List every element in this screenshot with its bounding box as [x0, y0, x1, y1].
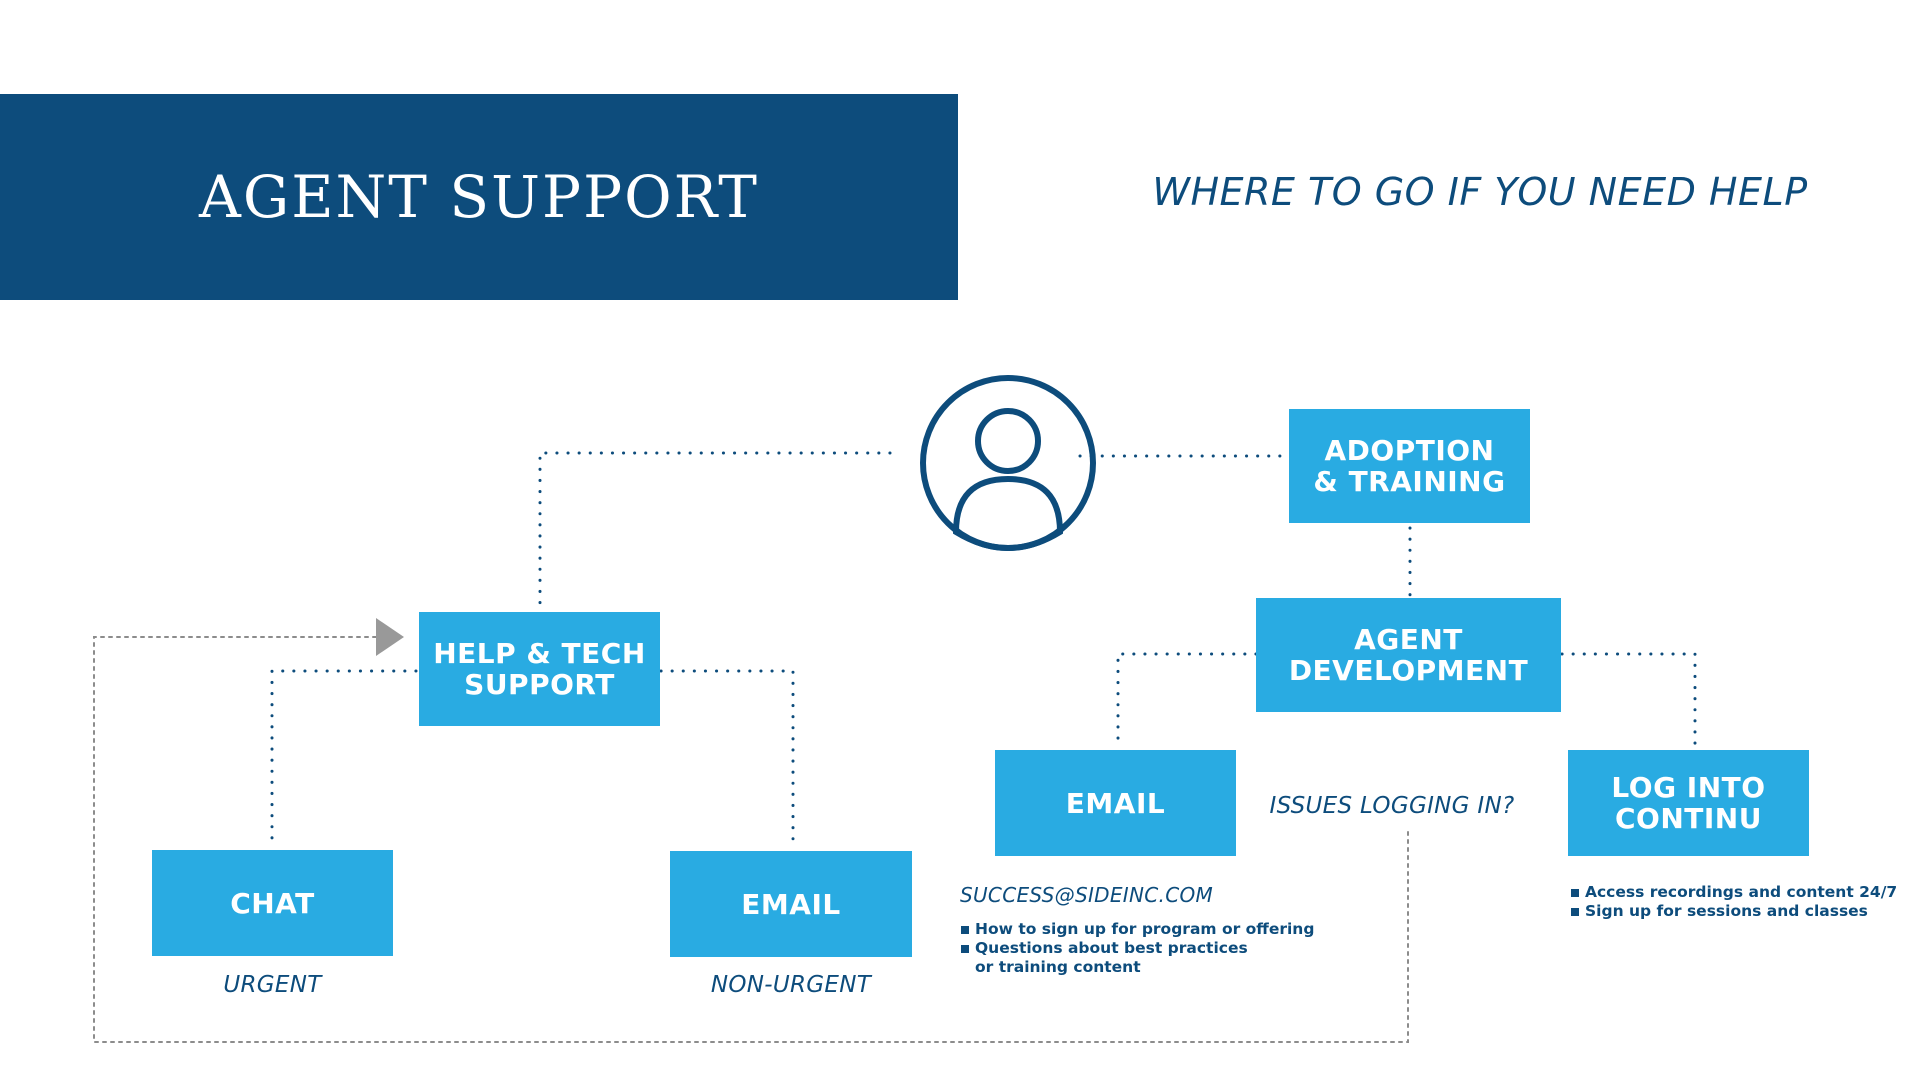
connector-issues-feedback-loop — [93, 636, 1409, 1043]
help-tech-support-box: HELP & TECH SUPPORT — [419, 612, 660, 726]
continu-bullet-list: Access recordings and content 24/7 Sign … — [1571, 883, 1911, 921]
list-item: How to sign up for program or offering — [961, 920, 1321, 939]
adoption-training-box: ADOPTION & TRAINING — [1289, 409, 1530, 523]
page-subtitle: WHERE TO GO IF YOU NEED HELP — [1152, 170, 1808, 214]
connector-help-to-chat — [270, 669, 418, 848]
non-urgent-label: NON-URGENT — [710, 972, 872, 998]
email-left-box: EMAIL — [670, 851, 912, 957]
list-item: Sign up for sessions and classes — [1571, 902, 1911, 921]
connector-help-to-email — [659, 669, 795, 848]
issues-logging-in-label: ISSUES LOGGING IN? — [1269, 793, 1515, 819]
urgent-label: URGENT — [223, 972, 322, 998]
user-circle-icon — [920, 375, 1096, 552]
email-bullet-list: How to sign up for program or offering Q… — [961, 920, 1321, 977]
play-triangle-icon — [376, 618, 404, 656]
success-email-address: SUCCESS@SIDEINC.COM — [960, 883, 1214, 907]
list-item: Access recordings and content 24/7 — [1571, 883, 1911, 902]
square-bullet-icon — [961, 945, 969, 953]
connector-development-to-continu — [1560, 652, 1697, 750]
agent-development-box: AGENT DEVELOPMENT — [1256, 598, 1561, 712]
page-title: AGENT SUPPORT — [199, 163, 759, 231]
chat-box: CHAT — [152, 850, 393, 956]
square-bullet-icon — [1571, 908, 1579, 916]
connector-person-to-help — [538, 451, 892, 614]
square-bullet-icon — [961, 926, 969, 934]
log-into-continu-box: LOG INTO CONTINU — [1568, 750, 1809, 856]
connector-development-to-email — [1116, 652, 1258, 750]
square-bullet-icon — [1571, 889, 1579, 897]
title-banner: AGENT SUPPORT — [0, 94, 958, 300]
email-right-box: EMAIL — [995, 750, 1236, 856]
list-item: Questions about best practices or traini… — [961, 939, 1321, 977]
